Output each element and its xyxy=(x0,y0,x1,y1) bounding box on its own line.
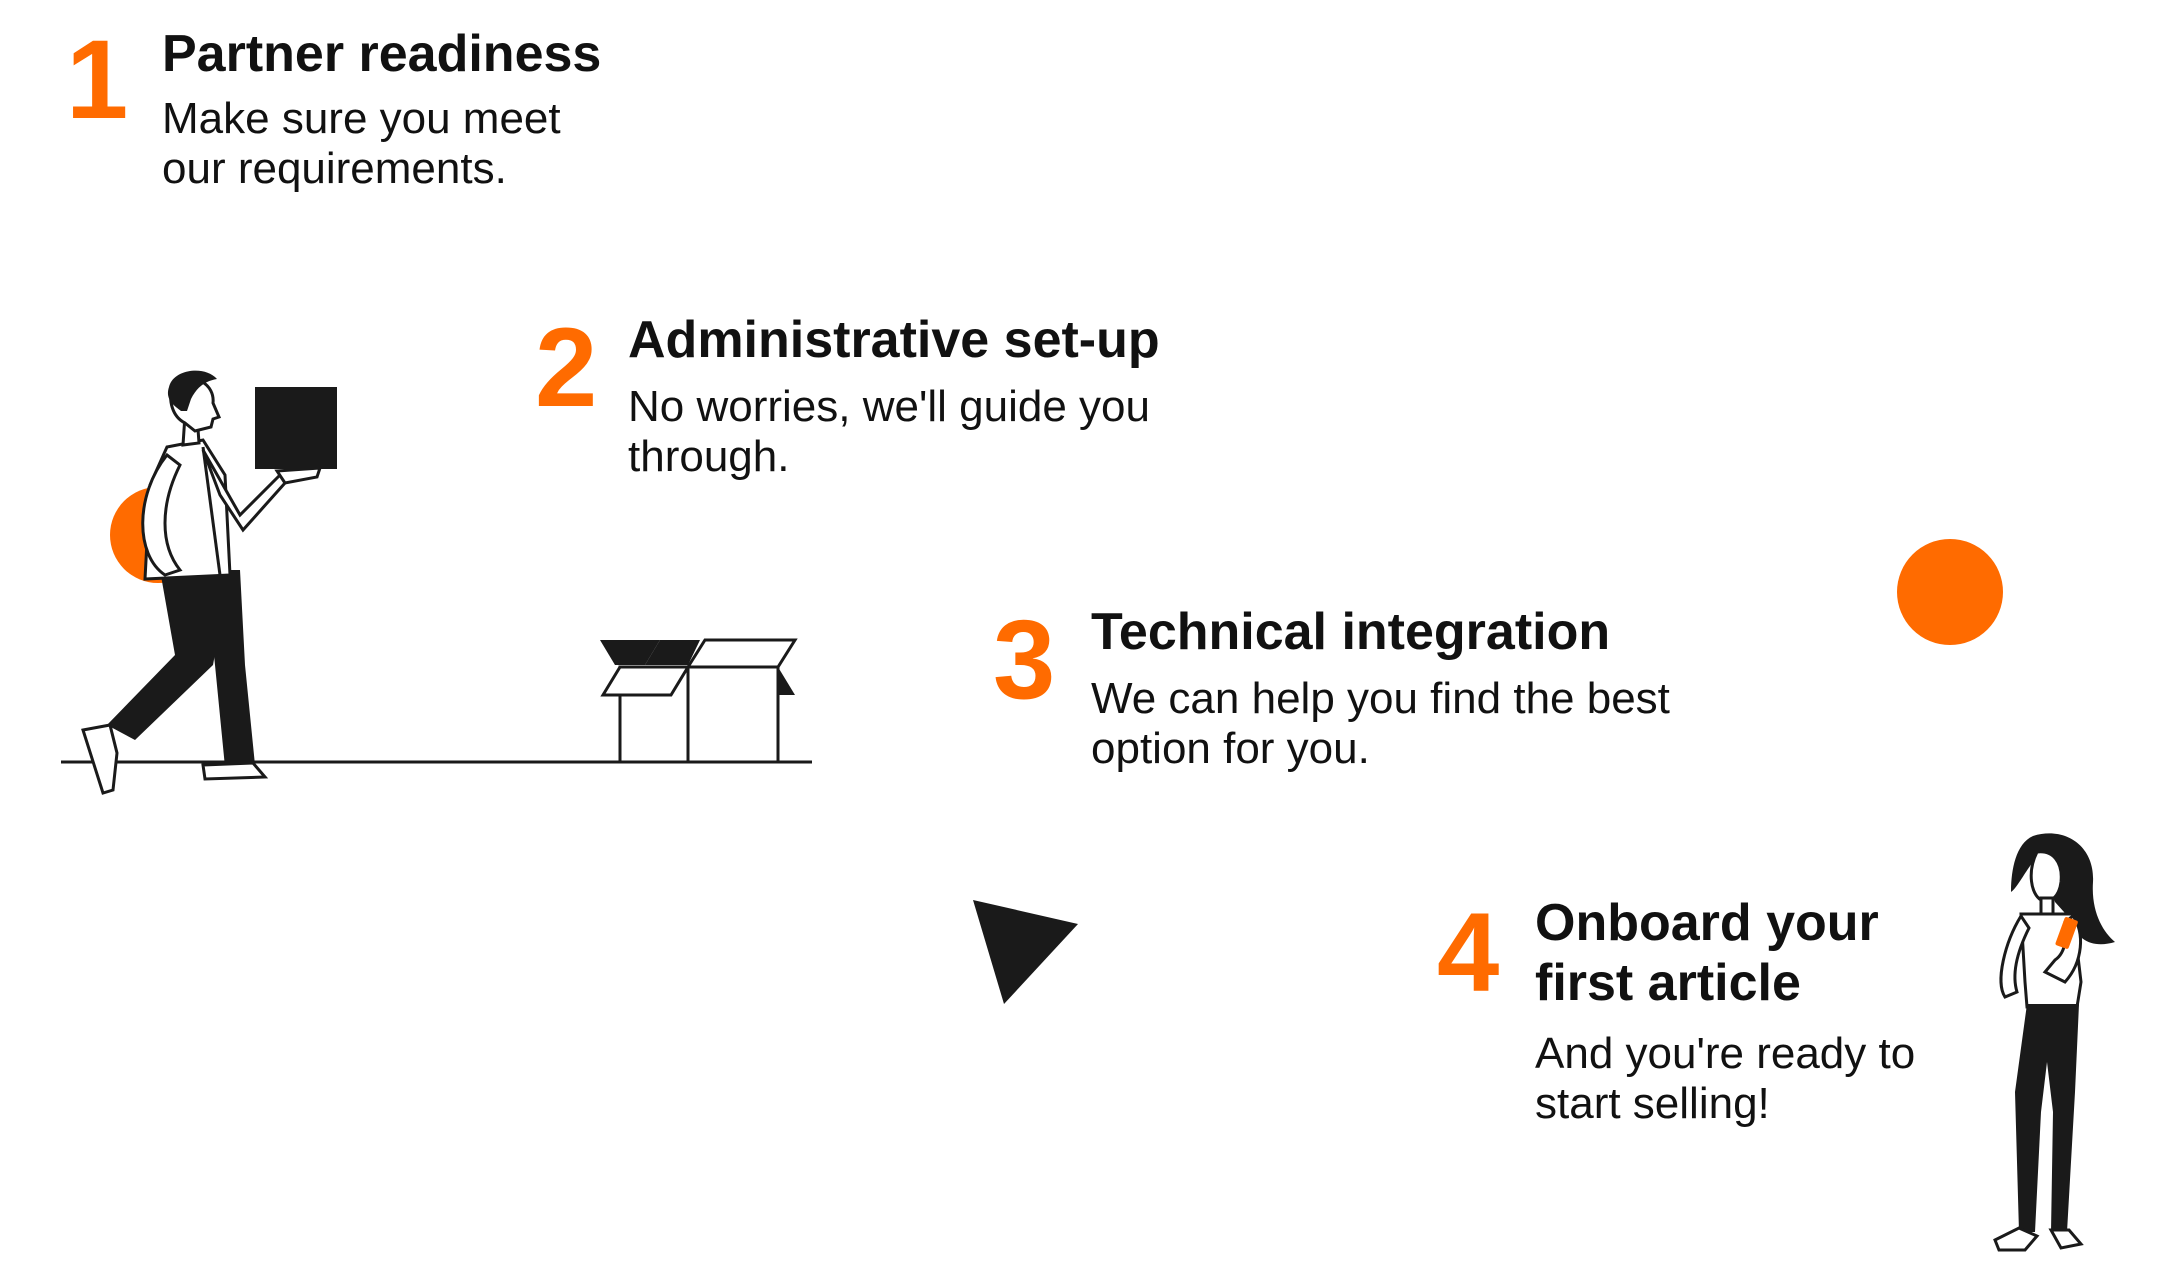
woman-neck xyxy=(2039,896,2055,916)
step-number: 2 xyxy=(535,305,598,430)
held-box-icon xyxy=(255,387,337,469)
man-hair xyxy=(167,370,217,411)
step-number: 3 xyxy=(993,597,1056,722)
man-hand xyxy=(274,466,323,485)
woman-right-shoe xyxy=(2048,1228,2084,1250)
step-description: And you're ready to start selling! xyxy=(1535,1029,1916,1128)
orange-circle-decoration xyxy=(1897,539,2003,645)
woman-legs xyxy=(2015,1004,2079,1232)
jacket-seam xyxy=(201,446,222,576)
step-number: 1 xyxy=(66,17,129,142)
black-triangle-decoration xyxy=(973,900,1078,1004)
step-title: Partner readiness xyxy=(162,25,602,83)
man-back-leg xyxy=(107,570,230,740)
man-front-leg xyxy=(205,570,255,767)
open-boxes-illustration xyxy=(600,638,798,764)
step-title: Technical integration xyxy=(1091,603,1611,661)
step-description: We can help you find the best option for… xyxy=(1091,674,1670,773)
step-description: No worries, we'll guide you through. xyxy=(628,382,1150,481)
woman-left-shoe xyxy=(1993,1226,2040,1252)
step-title: Administrative set-up xyxy=(628,311,1160,369)
woman-with-phone-illustration xyxy=(1993,833,2115,1252)
step-title: Onboard your first article xyxy=(1535,894,1879,1012)
man-back-shoe xyxy=(81,723,119,795)
step-onboard-first-article: 4 Onboard your first article And you're … xyxy=(1437,893,1997,1153)
man-back-arm xyxy=(141,452,183,577)
step-number: 4 xyxy=(1437,890,1500,1015)
step-technical-integration: 3 Technical integration We can help you … xyxy=(993,600,1753,790)
step-description: Make sure you meet our requirements. xyxy=(162,94,561,193)
step-partner-readiness: 1 Partner readiness Make sure you meet o… xyxy=(66,16,666,206)
phone-icon xyxy=(2055,917,2078,949)
man-carrying-box-illustration xyxy=(61,370,812,795)
step-administrative-setup: 2 Administrative set-up No worries, we'l… xyxy=(530,308,1190,498)
woman-left-arm xyxy=(1999,913,2031,999)
woman-face xyxy=(2029,850,2063,903)
man-front-shoe xyxy=(201,761,269,781)
